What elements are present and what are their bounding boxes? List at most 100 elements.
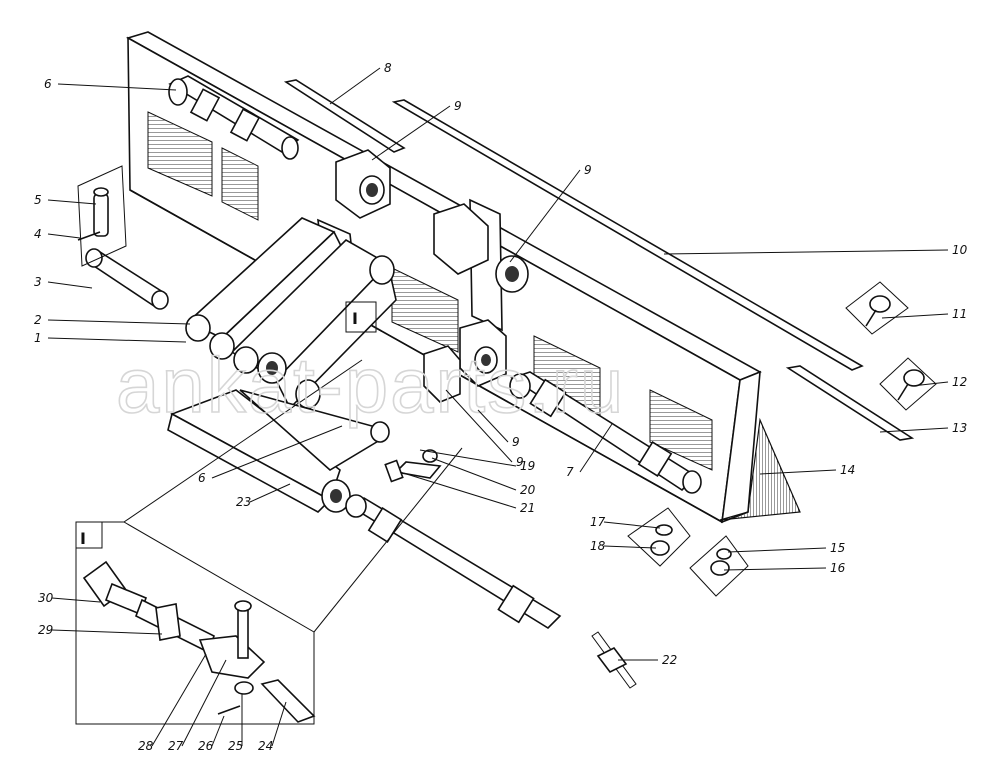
leader-line-14 (759, 469, 837, 475)
push-arm-inner (230, 239, 397, 410)
callout-21: 21 (520, 501, 535, 515)
knife-strip-8 (283, 79, 406, 153)
upper-shaft (168, 75, 300, 160)
clamp-half (423, 345, 461, 403)
leader-line-8 (329, 67, 381, 105)
leader-line-15 (727, 547, 827, 553)
hardware-box-5 (77, 165, 127, 267)
hardware-box-12 (879, 357, 937, 411)
callout-3: 3 (34, 275, 42, 289)
callout-16: 16 (830, 561, 846, 575)
leader-line-12 (911, 381, 949, 387)
pin-3 (85, 248, 169, 310)
leader-line-7 (579, 423, 613, 473)
blade-frame (125, 31, 801, 524)
leader-line-3 (47, 281, 93, 289)
callout-10: 10 (952, 243, 968, 257)
lower-shaft (509, 371, 702, 494)
callout-19: 19 (520, 459, 535, 473)
callout-9: 9 (454, 99, 462, 113)
leader-line-9 (477, 409, 509, 443)
callout-13: 13 (952, 421, 967, 435)
hardware-box-17-18 (627, 507, 691, 567)
leader-line-27 (181, 659, 227, 747)
callout-18: 18 (590, 539, 606, 553)
callout-9: 9 (516, 455, 524, 469)
leader-line-18 (603, 545, 657, 549)
callout-9: 9 (512, 435, 520, 449)
detail-frame (75, 359, 463, 725)
leader-line-24 (271, 701, 287, 747)
leader-line-4 (47, 233, 81, 239)
cutting-edge-13 (785, 365, 915, 441)
leader-line-1 (47, 337, 187, 343)
leader-line-6 (57, 83, 177, 91)
leader-line-10 (663, 249, 949, 255)
watermark: ankat-parts.ru (116, 341, 625, 429)
leader-line-9 (445, 389, 513, 463)
callout-26: 26 (198, 739, 214, 753)
cotter-pin-4 (77, 231, 101, 241)
callout-2: 2 (34, 313, 42, 327)
callout-25: 25 (228, 739, 243, 753)
leader-line-19 (419, 449, 517, 467)
callout-14: 14 (840, 463, 855, 477)
bracket-upper (335, 149, 391, 219)
leader-line-20 (431, 457, 517, 491)
hardware-box-15-16 (689, 535, 749, 597)
bracket-middle (433, 203, 489, 275)
leader-line-9 (371, 105, 451, 161)
callout-11: 11 (952, 307, 967, 321)
callout-22: 22 (662, 653, 677, 667)
leader-line-5 (47, 199, 97, 205)
bracket-lower (459, 319, 507, 387)
detail-marker-box (345, 301, 377, 333)
leader-line-13 (879, 427, 949, 433)
callout-4: 4 (34, 227, 42, 241)
callout-8: 8 (384, 61, 392, 75)
pin-5 (93, 187, 109, 237)
callout-23: 23 (236, 495, 251, 509)
knife-strip-10 (391, 99, 864, 371)
bolt-21 (384, 449, 442, 483)
callout-6: 6 (198, 471, 206, 485)
leader-line-16 (723, 567, 827, 571)
callout-28: 28 (138, 739, 154, 753)
hardware-box-11 (845, 281, 909, 335)
callout-7: 7 (566, 465, 574, 479)
leader-line-11 (881, 313, 949, 319)
callout-5: 5 (34, 193, 42, 207)
leader-lines (47, 67, 949, 747)
callout-1: 1 (34, 331, 42, 345)
leader-line-28 (151, 653, 207, 747)
push-arm-outer (186, 217, 343, 354)
leader-line-29 (51, 629, 163, 635)
pull-rod (345, 494, 562, 630)
leader-line-21 (399, 471, 517, 509)
callout-27: 27 (168, 739, 184, 753)
callout-9: 9 (584, 163, 592, 177)
bushing-9 (495, 255, 529, 293)
callout-15: 15 (830, 541, 845, 555)
callout-24: 24 (258, 739, 273, 753)
hardware-box-22 (591, 631, 637, 689)
leader-line-30 (51, 597, 101, 603)
leader-line-6 (211, 425, 343, 479)
detail-marker-label: I (352, 309, 358, 328)
leader-line-2 (47, 319, 191, 325)
callout-20: 20 (520, 483, 536, 497)
callout-12: 12 (952, 375, 967, 389)
leader-line-26 (211, 715, 225, 747)
leader-line-9 (509, 169, 581, 263)
callout-6: 6 (44, 77, 52, 91)
callout-30: 30 (38, 591, 54, 605)
leader-line-23 (249, 483, 291, 503)
callout-17: 17 (590, 515, 606, 529)
detail-frame-label: I (80, 529, 86, 548)
turnbuckle-assembly (82, 560, 316, 723)
pivot-joints (185, 255, 395, 443)
callout-29: 29 (38, 623, 53, 637)
